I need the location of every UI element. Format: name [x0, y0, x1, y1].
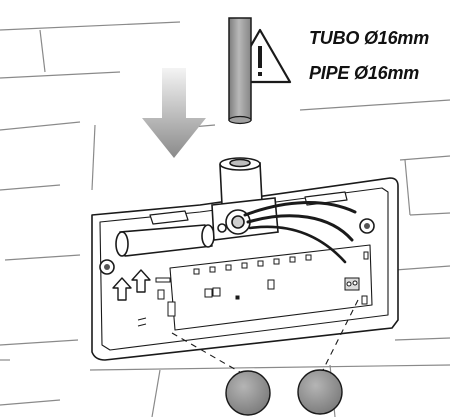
cables [243, 201, 357, 264]
pipe-label-en: PIPE Ø16mm [309, 63, 420, 83]
pipe-label-it: TUBO Ø16mm [309, 28, 430, 48]
up-arrow-icon [112, 269, 151, 301]
push-buttons [225, 369, 343, 416]
pipe [228, 17, 252, 125]
board-components [137, 251, 369, 327]
down-arrow-icon [142, 68, 206, 158]
guide-lines [171, 299, 359, 376]
wall-tiles [0, 21, 450, 417]
